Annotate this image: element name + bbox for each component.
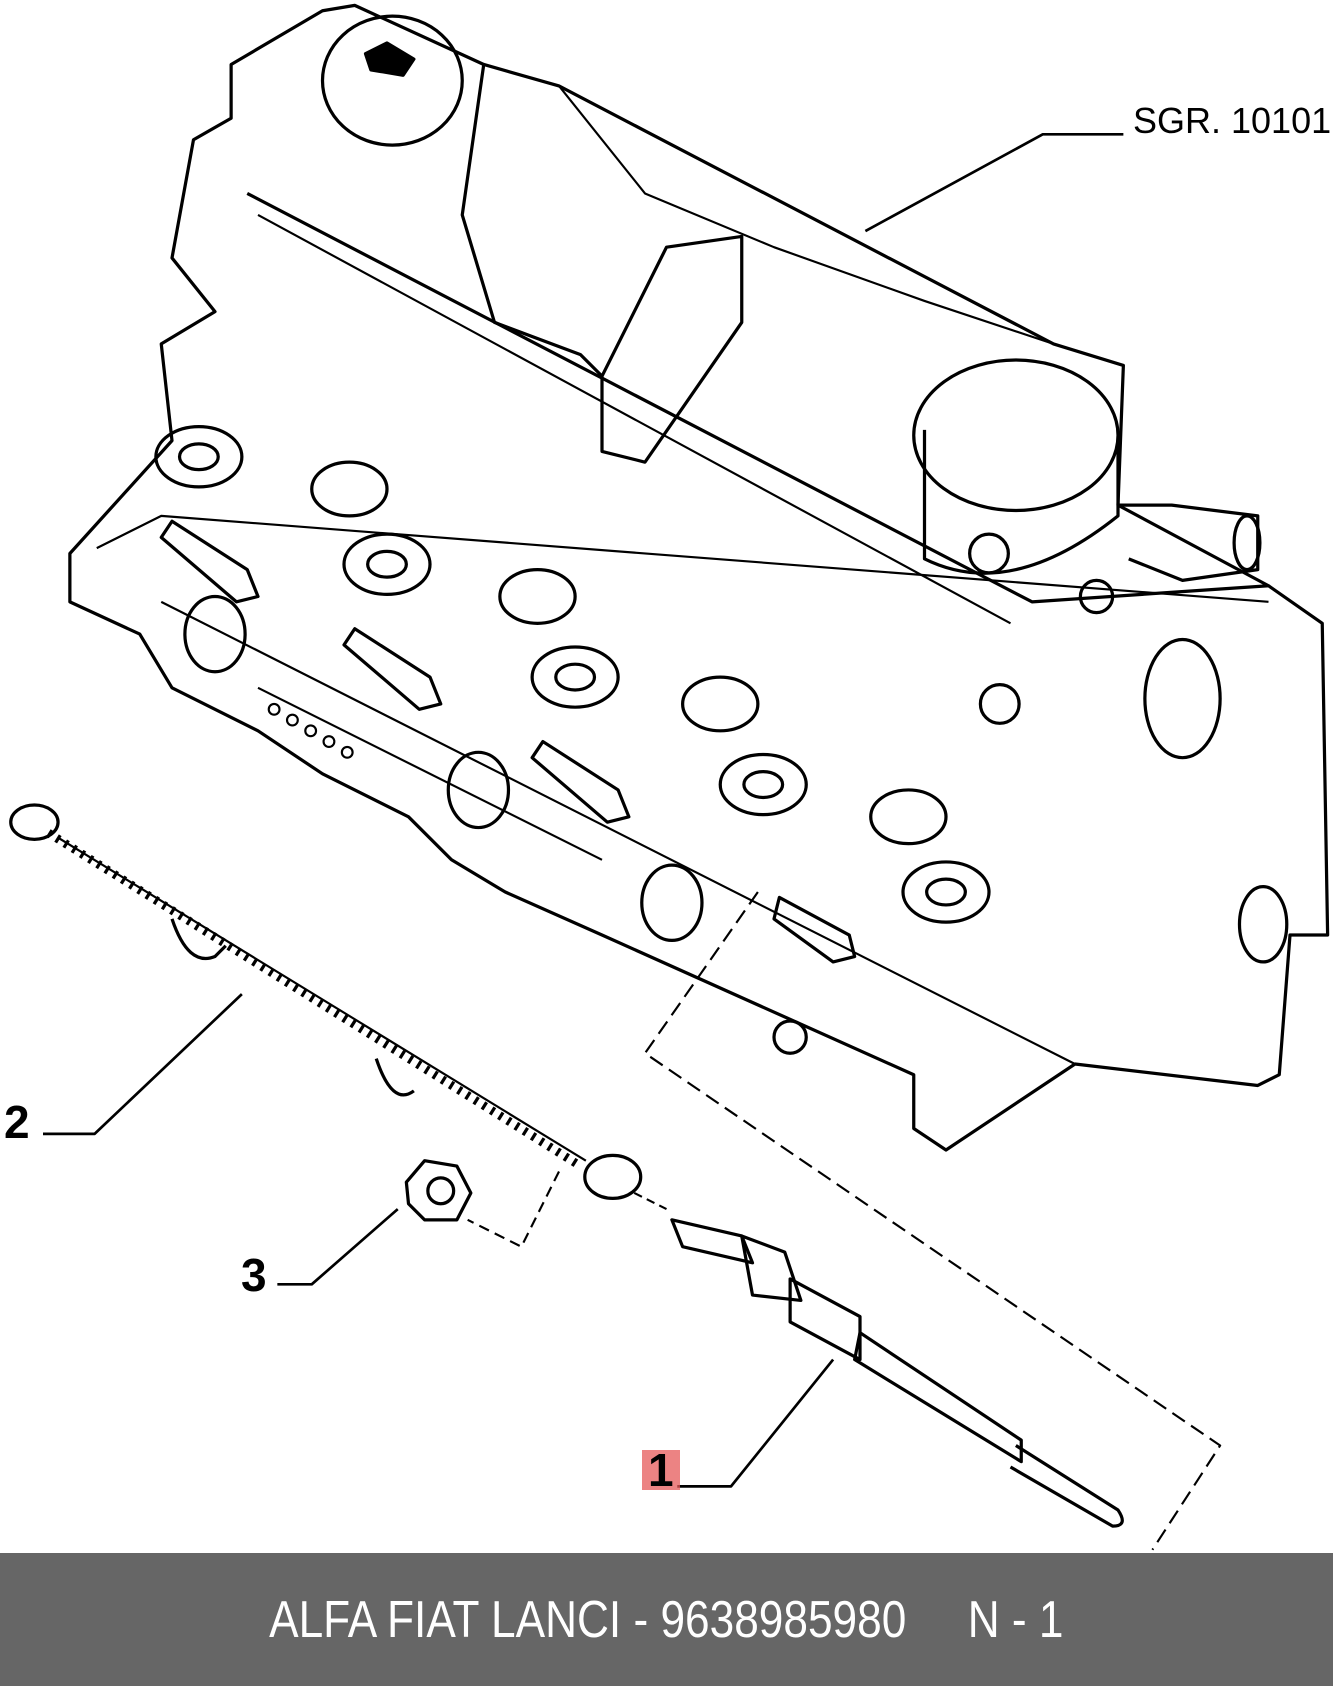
nut [404,1159,473,1222]
assembly-dashed-line [643,891,1222,1551]
separator: - [621,1590,661,1649]
part-footer-bar: ALFA FIAT LANCI - 9638985980 N - 1 [0,1553,1333,1686]
part-number: 9638985980 [660,1590,907,1649]
callout-3-leader [277,1208,399,1286]
callout-1-leader [677,1358,835,1488]
callout-3[interactable]: 3 [241,1249,267,1301]
cylinder-head [68,3,1330,1152]
position-label: N - 1 [967,1590,1064,1649]
glow-plug [670,1218,1124,1528]
connecting-wire [9,803,643,1200]
reference-label: SGR. 10101 [1133,100,1332,141]
callout-1-highlighted[interactable]: 1 [642,1447,680,1493]
brand-label: ALFA FIAT LANCI [269,1590,622,1649]
callout-2[interactable]: 2 [4,1096,30,1148]
callout-2-leader [43,993,243,1136]
footer-text: ALFA FIAT LANCI - 9638985980 N - 1 [269,1590,1063,1650]
reference-leader-line [864,132,1124,233]
engine-cylinder-head-drawing [9,3,1330,1551]
